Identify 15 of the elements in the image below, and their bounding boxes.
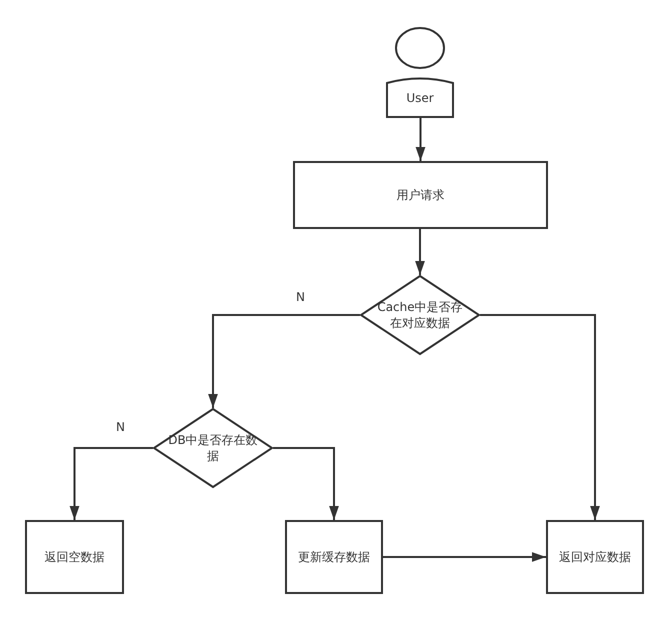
arrow bbox=[416, 118, 426, 161]
edge-label: N bbox=[114, 420, 127, 434]
process-box: 返回空数据 bbox=[25, 520, 124, 594]
arrow bbox=[208, 314, 360, 408]
process-box: 用户请求 bbox=[293, 161, 548, 229]
arrow bbox=[70, 447, 153, 520]
process-box: 返回对应数据 bbox=[546, 520, 644, 594]
arrow bbox=[480, 314, 600, 520]
decision-diamond: Cache中是否存在对应数据 bbox=[360, 275, 480, 355]
arrow bbox=[415, 229, 425, 275]
arrow bbox=[383, 552, 546, 562]
user-figure: User bbox=[386, 26, 454, 118]
arrow bbox=[273, 447, 339, 520]
edge-label: N bbox=[294, 290, 307, 304]
process-box: 更新缓存数据 bbox=[285, 520, 383, 594]
